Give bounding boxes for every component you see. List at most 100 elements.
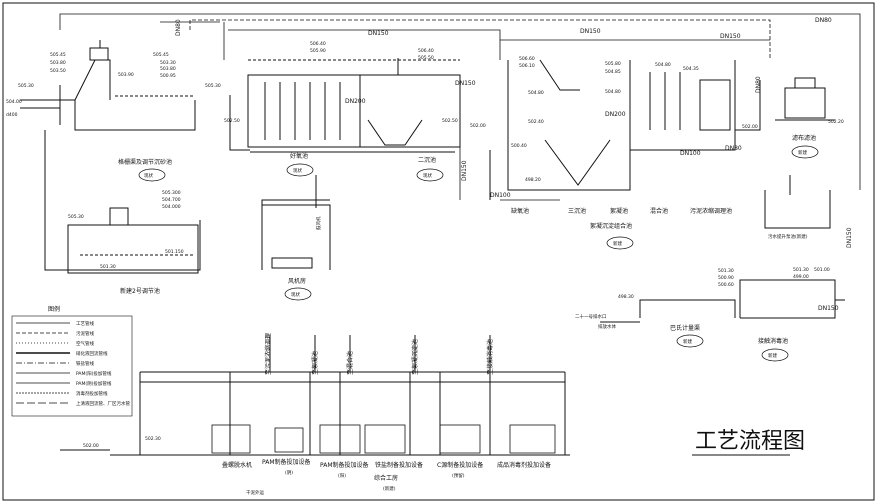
grit-elevations: 505.45 503.80 503.50 505.30 504.00 d400 … bbox=[6, 52, 221, 118]
unit-flume: 巴氏计量渠 bbox=[670, 324, 700, 332]
unit-combo: 絮凝沉淀组合池 bbox=[590, 222, 632, 230]
svg-text:501.30: 501.30 bbox=[793, 267, 809, 273]
to-combo: 至絮凝沉淀池 bbox=[411, 339, 419, 375]
aerobic-elevations: 506.40 505.90 506.40 505.50 502.50 502.5… bbox=[224, 41, 458, 124]
svg-text:506.40: 506.40 bbox=[310, 41, 326, 47]
svg-text:500.60: 500.60 bbox=[718, 282, 734, 288]
legend: 图例 bbox=[11, 305, 133, 417]
eq-building: 综合工房 bbox=[374, 474, 398, 482]
svg-text:504.80: 504.80 bbox=[655, 62, 671, 68]
svg-text:503.80: 503.80 bbox=[160, 66, 176, 72]
svg-text:499.00: 499.00 bbox=[793, 274, 809, 280]
svg-text:(阴): (阴) bbox=[285, 469, 293, 476]
svg-text:新建: 新建 bbox=[613, 240, 622, 247]
svg-text:(新建): (新建) bbox=[383, 485, 396, 492]
svg-text:506.40: 506.40 bbox=[418, 48, 434, 54]
pipe-dn100-b: DN100 bbox=[490, 192, 511, 199]
svg-text:505.30: 505.30 bbox=[68, 214, 84, 220]
grit-channel bbox=[20, 40, 201, 271]
svg-text:502.40: 502.40 bbox=[528, 119, 544, 125]
legend-item-label: 空气管线 bbox=[76, 340, 94, 347]
svg-text:505.50: 505.50 bbox=[418, 55, 434, 61]
tag-oval bbox=[138, 168, 166, 182]
svg-text:506.60: 506.60 bbox=[519, 56, 535, 62]
eq-pam2: PAM制备投加设备 bbox=[320, 461, 369, 469]
pipe-dn150-c: DN150 bbox=[720, 33, 741, 40]
svg-text:504.80: 504.80 bbox=[605, 89, 621, 95]
svg-text:502.20: 502.20 bbox=[828, 119, 844, 125]
svg-text:498.20: 498.20 bbox=[525, 177, 541, 183]
legend-items: 工艺管线污泥管线空气管线硝化液回流管线铁盐管线PAM(阳)投加管线PAM(阴)投… bbox=[76, 320, 130, 407]
cloth-filter bbox=[775, 77, 835, 121]
eq-pam1: PAM制备投加设备 bbox=[262, 458, 311, 466]
eq-carbon: C源制备投加设备 bbox=[437, 461, 483, 469]
svg-text:505.90: 505.90 bbox=[310, 48, 326, 54]
pipe-dn150-e: DN150 bbox=[461, 160, 468, 181]
legend-item-label: PAM(阴)投加管线 bbox=[76, 380, 112, 387]
legend-item-label: 上清液回流管、厂区污水管 bbox=[76, 400, 130, 407]
tag-oval bbox=[761, 348, 789, 362]
tag-oval bbox=[606, 236, 634, 250]
svg-text:d400: d400 bbox=[6, 112, 18, 118]
combo-tank bbox=[489, 59, 761, 200]
pipe-dn150-g: DN150 bbox=[818, 305, 839, 312]
tag-oval bbox=[416, 168, 444, 182]
pipe-dn100-a: DN100 bbox=[680, 150, 701, 157]
blower-label: 鼓风机 bbox=[315, 216, 322, 230]
unit-third: 三沉池 bbox=[568, 207, 586, 215]
unit-filter: 滤布滤池 bbox=[792, 134, 816, 142]
pipe-dn150-b: DN150 bbox=[580, 28, 601, 35]
legend-item-label: 硝化液回流管线 bbox=[76, 350, 108, 357]
svg-text:505.45: 505.45 bbox=[153, 52, 169, 58]
svg-text:506.10: 506.10 bbox=[519, 63, 535, 69]
svg-text:现状: 现状 bbox=[144, 172, 153, 179]
svg-text:505.80: 505.80 bbox=[605, 61, 621, 67]
unit-adj2: 新建2号调节池 bbox=[120, 287, 160, 295]
drawing-title: 工艺流程图 bbox=[695, 429, 805, 454]
svg-text:500.40: 500.40 bbox=[511, 143, 527, 149]
svg-text:503.90: 503.90 bbox=[118, 72, 134, 78]
svg-text:504.00: 504.00 bbox=[6, 99, 22, 105]
svg-text:505.30: 505.30 bbox=[205, 83, 221, 89]
svg-text:500.95: 500.95 bbox=[160, 73, 176, 79]
top-pipes bbox=[59, 13, 861, 201]
unit-contact: 接触消毒池 bbox=[758, 337, 788, 345]
legend-item-label: 消毒剂投加管线 bbox=[76, 390, 108, 397]
svg-text:503.30: 503.30 bbox=[160, 60, 176, 66]
aerobic-tank bbox=[229, 58, 461, 153]
to-sludge: 至污泥浓缩调理 bbox=[264, 333, 272, 375]
unit-sump: 污水提升泵池(新建) bbox=[768, 233, 808, 240]
svg-text:502.50: 502.50 bbox=[442, 118, 458, 124]
pipe-dn200-b: DN200 bbox=[605, 111, 626, 118]
tag-oval bbox=[791, 145, 819, 159]
pipe-dn80-top: DN80 bbox=[175, 19, 182, 36]
to-mix: 至混合池 bbox=[346, 351, 354, 375]
flume-elevations: 501.30 500.90 500.60 498.30 501.30 501.0… bbox=[618, 267, 830, 300]
svg-text:505.300: 505.300 bbox=[162, 190, 181, 196]
svg-text:502.00: 502.00 bbox=[470, 123, 486, 129]
svg-text:504.35: 504.35 bbox=[683, 66, 699, 72]
unit-blower: 风机房 bbox=[288, 277, 306, 285]
unit-sludge-adj: 污泥浓缩调理池 bbox=[690, 207, 732, 215]
svg-text:501.150: 501.150 bbox=[165, 249, 184, 255]
tag-oval bbox=[286, 163, 314, 177]
pipe-dn150-a: DN150 bbox=[368, 30, 389, 37]
combo-elevations: 506.60 506.10 502.00 500.40 498.20 505.8… bbox=[470, 56, 844, 183]
svg-text:502.00: 502.00 bbox=[742, 124, 758, 130]
svg-text:505.30: 505.30 bbox=[18, 83, 34, 89]
svg-text:现状: 现状 bbox=[423, 172, 432, 179]
unit-grit: 格栅渠及调节沉砂池 bbox=[118, 158, 172, 166]
svg-text:(阳): (阳) bbox=[338, 472, 346, 479]
tag-oval bbox=[676, 334, 704, 348]
svg-text:504.000: 504.000 bbox=[162, 204, 181, 210]
svg-text:503.50: 503.50 bbox=[50, 68, 66, 74]
svg-text:现状: 现状 bbox=[293, 167, 302, 174]
pipe-dn200-a: DN200 bbox=[345, 98, 366, 105]
elev-502-00: 502.00 bbox=[83, 443, 99, 449]
legend-item-label: 铁盐管线 bbox=[76, 360, 94, 367]
sludge-out: 干泥外运 bbox=[246, 489, 264, 496]
legend-item-label: PAM(阳)投加管线 bbox=[76, 370, 112, 377]
svg-text:现状: 现状 bbox=[291, 291, 300, 298]
